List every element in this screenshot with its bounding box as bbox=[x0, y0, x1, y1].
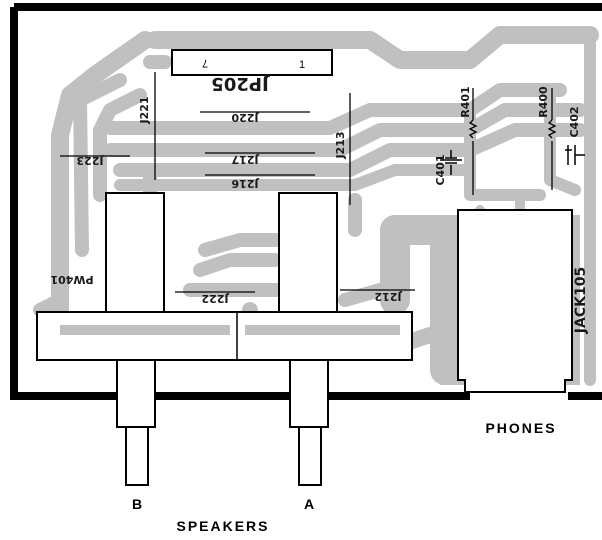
switch-body bbox=[36, 311, 413, 361]
jumper-wires bbox=[60, 72, 415, 293]
speaker-a-label: A bbox=[304, 496, 316, 512]
connector-jp205-body bbox=[171, 49, 333, 76]
resistor-r400 bbox=[547, 88, 557, 190]
switch-pw401-label: PW401 bbox=[50, 273, 93, 286]
capacitor-c401-label: C401 bbox=[434, 154, 447, 185]
jumper-j220-label: J220 bbox=[231, 111, 259, 124]
speaker-b-shaft-upper bbox=[116, 359, 156, 428]
capacitor-c402-label: C402 bbox=[568, 106, 581, 137]
jumper-j223-label: J223 bbox=[76, 154, 104, 167]
switch-pw401 bbox=[36, 192, 413, 486]
jumper-j222-label: J222 bbox=[201, 292, 229, 305]
switch-b-top-pad bbox=[105, 192, 165, 314]
jumper-j221-label: J221 bbox=[138, 96, 151, 124]
jumper-j213-label: J213 bbox=[334, 131, 347, 159]
jack105-label: JACK105 bbox=[573, 267, 589, 334]
capacitor-c401 bbox=[440, 150, 462, 175]
jack105-body bbox=[457, 209, 573, 393]
switch-a-top-pad bbox=[278, 192, 338, 314]
connector-pin-left: 7 bbox=[202, 57, 208, 69]
connector-pin-right: 1 bbox=[299, 59, 305, 71]
speakers-label: SPEAKERS bbox=[176, 518, 269, 534]
speaker-b-label: B bbox=[132, 496, 144, 512]
speaker-a-shaft-upper bbox=[289, 359, 329, 428]
speaker-b-shaft-lower bbox=[125, 426, 149, 486]
speaker-a-shaft-lower bbox=[298, 426, 322, 486]
connector-ref-label: JP205 bbox=[211, 73, 270, 94]
resistor-r401-label: R401 bbox=[459, 86, 472, 117]
jumper-j212-label: J212 bbox=[374, 290, 402, 303]
resistor-r400-label: R400 bbox=[537, 86, 550, 118]
jumper-j217-label: J217 bbox=[231, 153, 259, 166]
jumper-j216-label: J216 bbox=[231, 177, 259, 190]
resistor-r401 bbox=[468, 88, 478, 195]
capacitor-c402 bbox=[565, 145, 585, 165]
phones-label: PHONES bbox=[485, 420, 556, 436]
